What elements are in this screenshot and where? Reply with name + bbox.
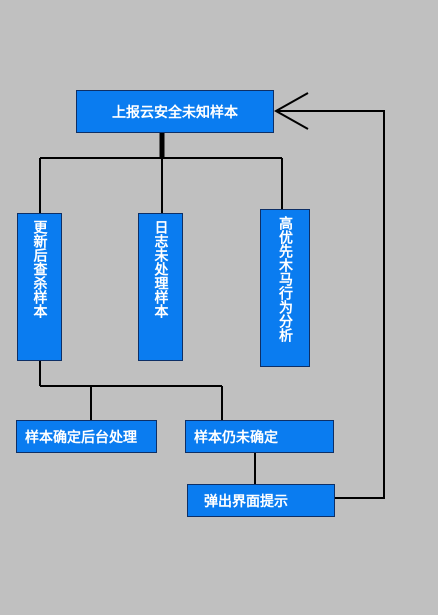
node-backend-confirmed: 样本确定后台处理 [16,420,157,453]
node-log-sample-label: 日志未处理样本 [152,220,169,318]
node-update-scan-label: 更新后查杀样本 [31,220,48,318]
feedback-arrowhead [273,92,309,130]
node-trojan-behavior: 高优先木马行为分析 [260,209,310,367]
node-popup-hint: 弹出界面提示 [187,484,335,517]
node-backend-confirmed-label: 样本确定后台处理 [25,429,137,446]
node-still-unconfirmed: 样本仍未确定 [185,420,334,453]
feedback-loop-line [276,110,385,499]
node-still-unconfirmed-label: 样本仍未确定 [194,429,278,446]
node-update-scan: 更新后查杀样本 [17,213,62,361]
node-popup-hint-label: 弹出界面提示 [204,493,288,510]
node-report-label: 上报云安全未知样本 [112,104,238,121]
node-trojan-behavior-label: 高优先木马行为分析 [277,216,293,342]
node-report-unknown-sample: 上报云安全未知样本 [76,90,274,133]
node-log-sample: 日志未处理样本 [138,213,183,361]
